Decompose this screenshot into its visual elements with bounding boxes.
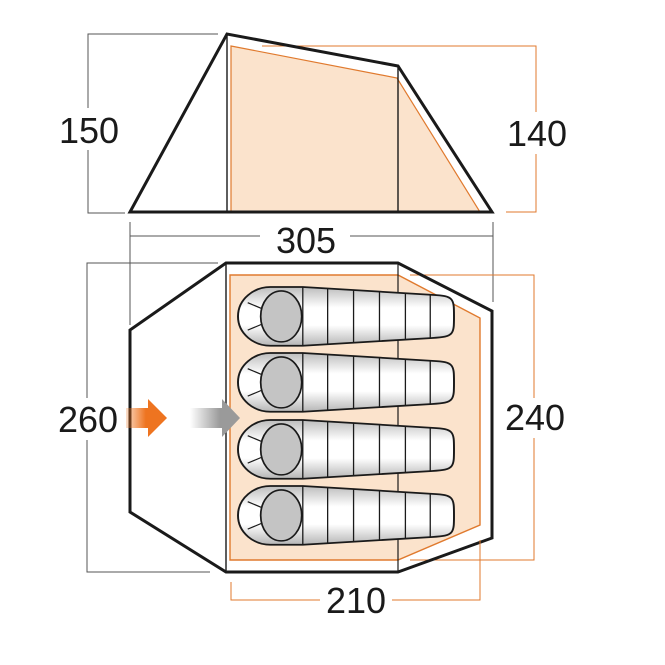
side-view [87, 32, 537, 237]
sleeping-bag-4 [237, 485, 455, 546]
sleeping-bag-1 [237, 286, 455, 347]
grey-arrow-icon [190, 399, 240, 437]
label-width-240: 240 [505, 397, 565, 438]
length-210-bracket [230, 582, 320, 601]
label-length-305: 305 [276, 220, 336, 261]
orange-arrow-icon [120, 399, 167, 437]
inner-tent-side [230, 45, 482, 213]
sleeping-bag-3 [237, 419, 455, 480]
label-height-150: 150 [59, 110, 119, 151]
sleeping-bag-2 [237, 352, 455, 413]
label-length-210: 210 [326, 580, 386, 621]
label-height-140: 140 [507, 113, 567, 154]
label-width-260: 260 [58, 399, 118, 440]
length-210-bracket-right [392, 540, 481, 601]
